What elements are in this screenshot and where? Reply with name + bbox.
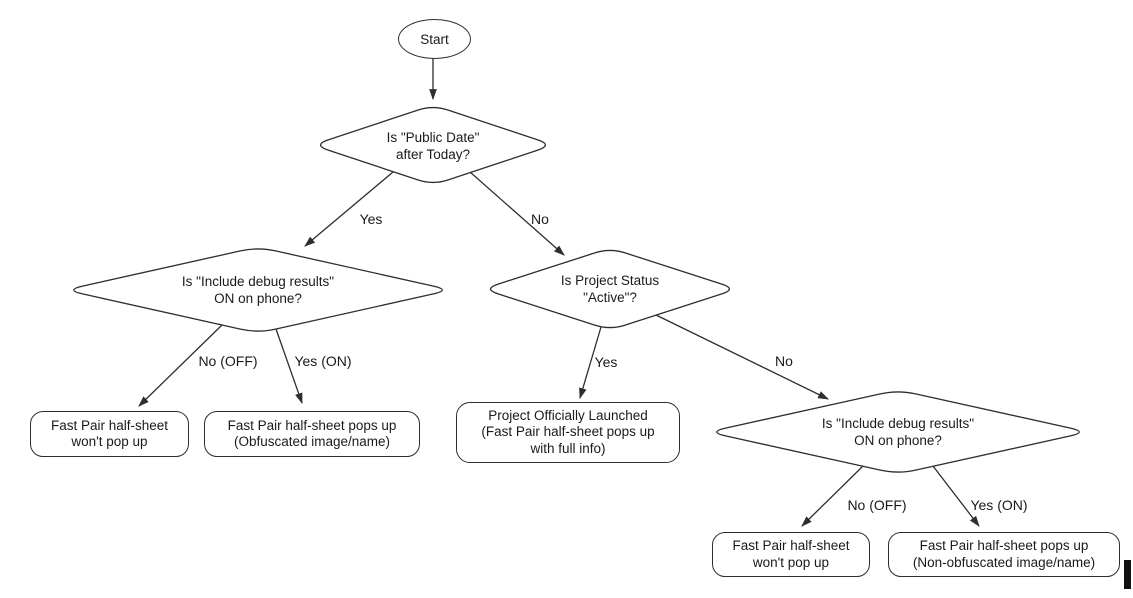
edge-public-date-no [469, 171, 565, 256]
start-node: Start [398, 19, 471, 59]
text-cursor-bar [1124, 560, 1131, 589]
start-label: Start [420, 31, 449, 47]
decision-project-status-shape [489, 249, 731, 329]
decision-debug-right-shape [716, 391, 1080, 473]
edge-debug-right-yes [932, 465, 980, 527]
edge-label-debug-left-no: No (OFF) [198, 353, 258, 369]
outcome-no-popup-left-label: Fast Pair half-sheet won't pop up [50, 417, 169, 450]
decision-debug-left-shape [73, 248, 443, 332]
edge-label-public-date-yes: Yes [359, 211, 383, 227]
edge-project-status-yes [579, 326, 602, 400]
decision-debug-right-label: Is "Include debug results" ON on phone? [821, 416, 975, 448]
decision-public-date-label: Is "Public Date" after Today? [386, 130, 480, 162]
edge-label-debug-right-yes: Yes (ON) [970, 497, 1028, 513]
edge-public-date-yes [304, 171, 394, 247]
outcome-no-popup-right-box: Fast Pair half-sheet won't pop up [712, 532, 870, 577]
edge-label-debug-left-yes: Yes (ON) [294, 353, 352, 369]
outcome-no-popup-left-box: Fast Pair half-sheet won't pop up [30, 411, 189, 457]
edge-label-public-date-no: No [531, 211, 549, 227]
edge-project-status-no [655, 314, 829, 400]
decision-debug-left-label: Is "Include debug results" ON on phone? [181, 274, 335, 306]
outcome-launched-box: Project Officially Launched (Fast Pair h… [456, 402, 680, 463]
edge-debug-left-yes [275, 328, 303, 405]
outcome-no-popup-right-label: Fast Pair half-sheet won't pop up [732, 538, 850, 570]
outcome-launched-label: Project Officially Launched (Fast Pair h… [481, 407, 655, 456]
outcome-obfuscated-label: Fast Pair half-sheet pops up (Obfuscated… [227, 417, 397, 450]
decision-project-status-label: Is Project Status "Active"? [560, 273, 660, 305]
edge-label-debug-right-no: No (OFF) [847, 497, 907, 513]
outcome-non-obfuscated-box: Fast Pair half-sheet pops up (Non-obfusc… [888, 532, 1120, 577]
edge-label-project-status-no: No [775, 353, 793, 369]
edge-debug-right-no [801, 465, 864, 527]
outcome-non-obfuscated-label: Fast Pair half-sheet pops up (Non-obfusc… [912, 538, 1096, 570]
edge-label-project-status-yes: Yes [594, 354, 618, 370]
edge-debug-left-no [138, 324, 223, 407]
outcome-obfuscated-box: Fast Pair half-sheet pops up (Obfuscated… [204, 411, 420, 457]
decision-public-date-shape [319, 106, 547, 184]
